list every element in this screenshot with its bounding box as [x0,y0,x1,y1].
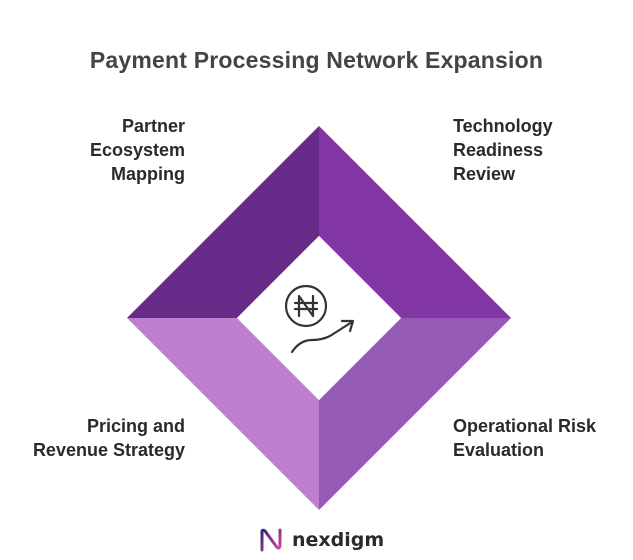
brand-name: nexdigm [292,529,385,551]
nexdigm-logo-icon [260,528,282,552]
brand-logo: nexdigm [258,525,384,555]
diagram-title: Payment Processing Network Expansion [89,47,544,73]
segment-bottom-right[interactable] [319,318,511,510]
label-technology-readiness-review: Technology Readiness Review [453,116,553,184]
naira-growth-icon [284,284,355,354]
segment-bottom-left[interactable] [127,318,319,510]
center-square [237,236,401,400]
segment-top-right[interactable] [319,126,511,318]
label-pricing-revenue-strategy: Pricing and Revenue Strategy [32,416,185,460]
label-operational-risk-evaluation: Operational Risk Evaluation [453,416,597,460]
bevel-shade-tl [127,126,319,318]
label-partner-ecosystem-mapping: Partner Ecosystem Mapping [89,116,185,184]
segment-top-left[interactable] [127,126,319,318]
